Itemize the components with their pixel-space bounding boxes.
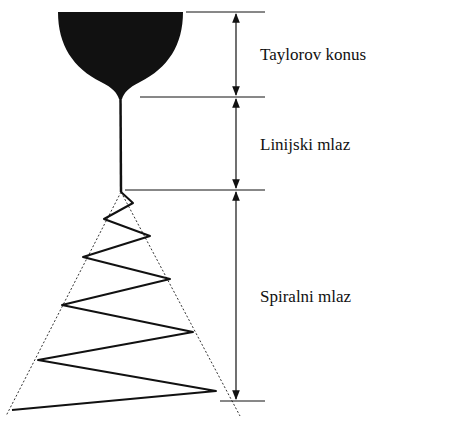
spiral-jet	[12, 192, 216, 410]
section-label: Taylorov konus	[258, 45, 368, 65]
dimension-ticks	[125, 12, 265, 401]
taylor-cone	[58, 12, 183, 99]
spiral-envelope	[6, 192, 240, 416]
section-label: Linijski mlaz	[258, 135, 352, 155]
section-label: Spiralni mlaz	[258, 287, 353, 307]
line-jet	[119, 97, 122, 192]
dimension-arrows	[235, 14, 236, 399]
